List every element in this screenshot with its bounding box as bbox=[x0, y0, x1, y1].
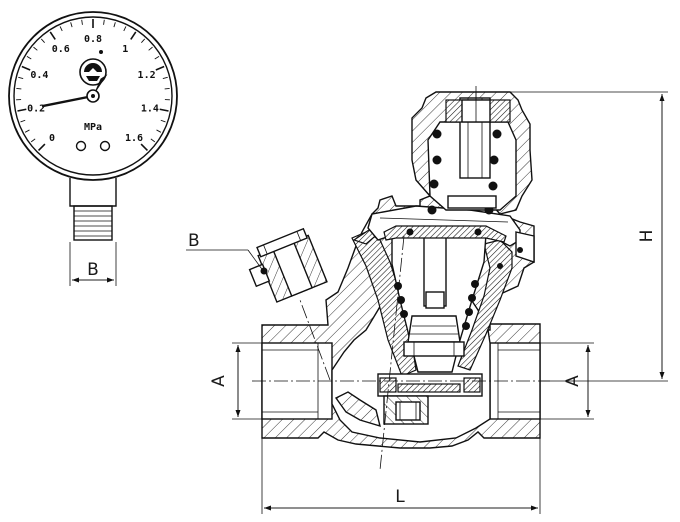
cavity-rib bbox=[334, 391, 381, 428]
gauge-tick bbox=[103, 19, 105, 25]
gauge-scale-label: 1 bbox=[122, 44, 128, 55]
gauge-unit-label: MPa bbox=[84, 122, 102, 133]
gauge-tick bbox=[21, 65, 31, 71]
gauge-inner-rim bbox=[13, 16, 173, 176]
gauge-tick bbox=[18, 76, 24, 79]
gauge-outer-rim bbox=[8, 11, 178, 181]
gauge-tick bbox=[141, 38, 146, 43]
gauge-window-hole bbox=[99, 140, 111, 152]
upper-spring-coils bbox=[427, 129, 502, 215]
gauge-tick bbox=[33, 46, 38, 51]
dim-label-a-left: A bbox=[209, 375, 229, 387]
cage-right-wall bbox=[457, 239, 513, 371]
gauge-scale-label: 0.2 bbox=[27, 103, 45, 114]
gauge-tick bbox=[26, 56, 32, 60]
gauge-tick bbox=[70, 22, 73, 28]
gauge-scale-label: 0.6 bbox=[52, 44, 70, 55]
gauge-tick bbox=[150, 138, 156, 143]
port-axis bbox=[299, 299, 331, 381]
gauge-tick bbox=[20, 119, 26, 123]
gauge-ticks bbox=[16, 19, 170, 152]
gauge-scale-labels: 0 0.2 0.4 0.6 0.8 1 1.2 1.4 1.6 bbox=[27, 34, 159, 144]
gauge-tick bbox=[37, 143, 46, 152]
gauge-thread-lines bbox=[74, 210, 112, 237]
gauge-tick bbox=[156, 129, 162, 133]
gauge-tick bbox=[81, 19, 83, 25]
gauge-tick bbox=[162, 76, 168, 79]
gauge-tick bbox=[30, 138, 36, 143]
gauge-stem bbox=[69, 178, 117, 207]
gauge-tick bbox=[130, 31, 137, 40]
gauge-tick bbox=[159, 108, 169, 112]
gauge-tick bbox=[59, 26, 63, 32]
gauge-window-hole bbox=[75, 140, 87, 152]
gauge-tick bbox=[24, 129, 30, 133]
gauge-scale-label: 0.8 bbox=[84, 34, 102, 45]
gauge-tick bbox=[160, 119, 166, 123]
dim-label-b-gauge: B bbox=[87, 260, 99, 280]
gauge-tick bbox=[49, 31, 56, 40]
piston-collar bbox=[403, 341, 465, 357]
pressure-gauge: 0 0.2 0.4 0.6 0.8 1 1.2 1.4 1.6 MPa bbox=[8, 11, 178, 286]
gauge-scale-label: 0.4 bbox=[30, 70, 48, 81]
brand-logo bbox=[79, 58, 107, 86]
lower-spring-coils bbox=[394, 280, 479, 330]
side-cap bbox=[515, 231, 535, 263]
gauge-scale-label: 1.6 bbox=[125, 133, 143, 144]
gauge-tick bbox=[17, 108, 27, 112]
gauge-thread bbox=[73, 205, 113, 241]
gauge-tick bbox=[140, 143, 149, 152]
dimension-annotations: B A A H L bbox=[186, 91, 668, 514]
gauge-port-boss bbox=[256, 227, 328, 303]
dim-label-h: H bbox=[637, 230, 657, 243]
gauge-tick bbox=[155, 65, 165, 71]
gauge-scale-label: 1.2 bbox=[138, 70, 156, 81]
dim-label-b-port: B bbox=[188, 231, 200, 251]
piston-head bbox=[407, 315, 461, 343]
gauge-needle bbox=[41, 74, 108, 108]
gauge-tick bbox=[40, 38, 45, 43]
gauge-tick bbox=[123, 26, 127, 32]
seat-washer bbox=[397, 383, 461, 393]
gauge-tick bbox=[148, 46, 153, 51]
dim-label-l: L bbox=[395, 487, 405, 507]
gauge-pivot-dot bbox=[99, 50, 103, 54]
diaphragm-seal-dots bbox=[406, 228, 482, 236]
valve-stem-axis bbox=[379, 235, 405, 471]
valve-body bbox=[248, 86, 550, 471]
gauge-tick bbox=[154, 56, 160, 60]
gauge-scale-label: 1.4 bbox=[141, 103, 159, 114]
gauge-tick bbox=[113, 22, 116, 28]
gauge-scale-label: 0 bbox=[49, 133, 55, 144]
spring-seat bbox=[447, 195, 497, 209]
